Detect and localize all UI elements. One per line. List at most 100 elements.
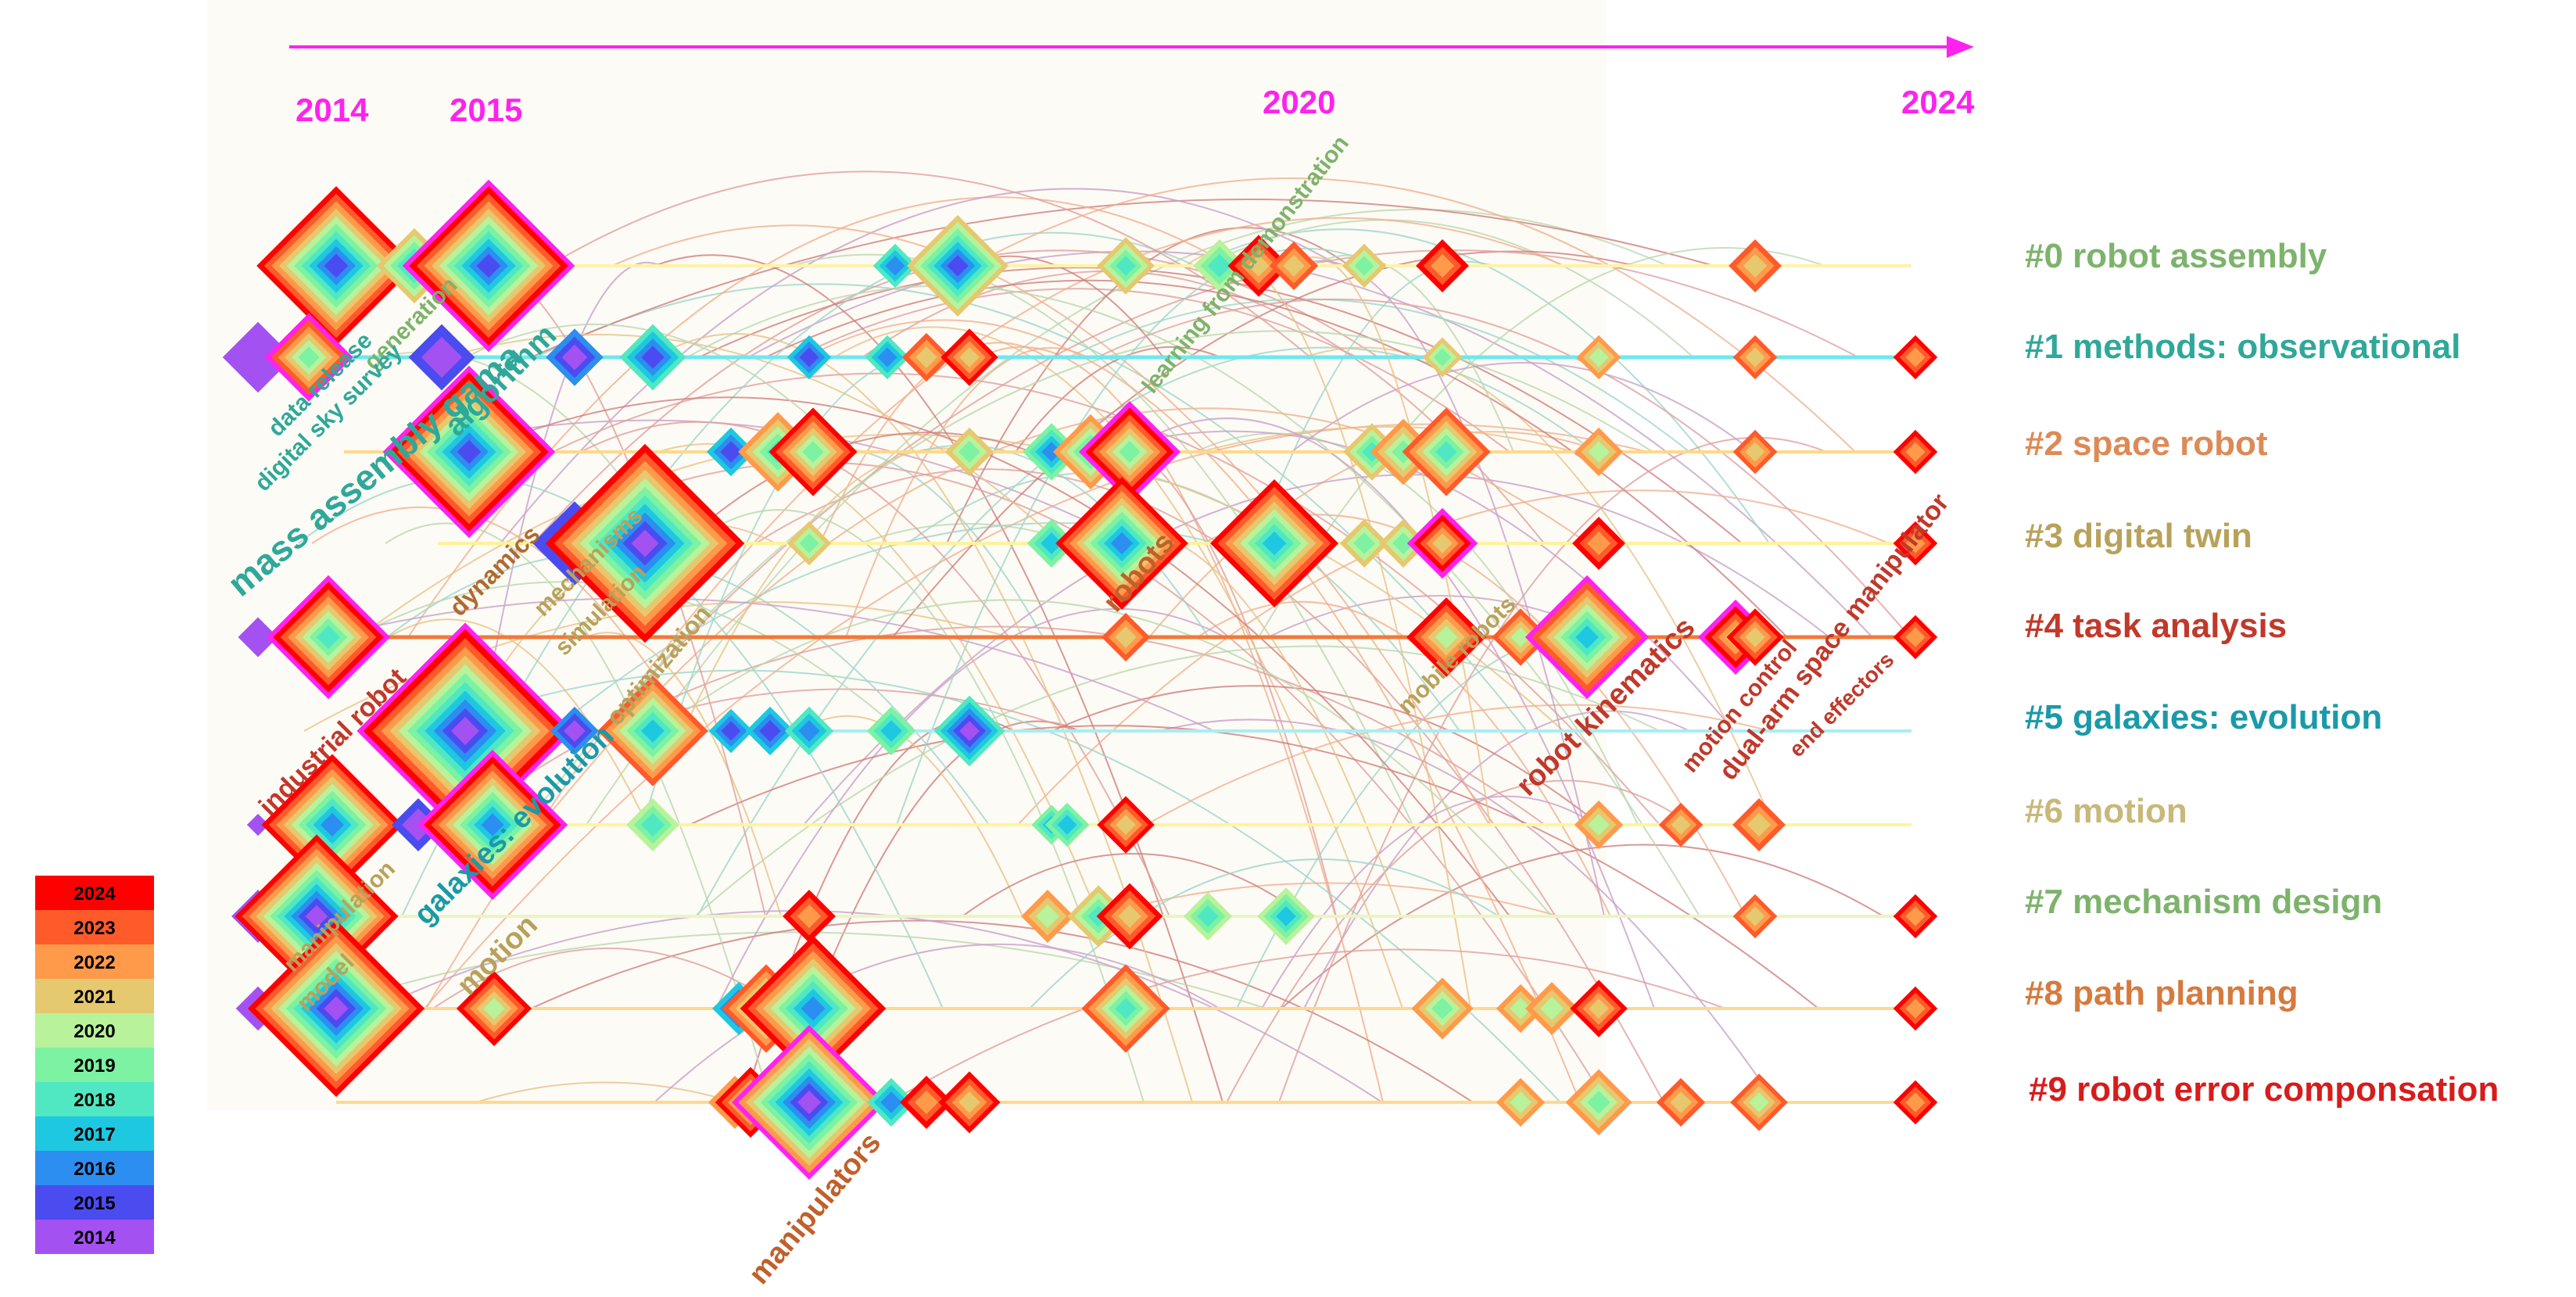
keyword-node	[1492, 608, 1550, 666]
year-label-2014: 2014	[296, 91, 369, 128]
year-label-2020: 2020	[1263, 84, 1335, 120]
keyword-node	[1044, 802, 1090, 847]
link-curve	[755, 468, 1664, 1103]
keyword-node	[740, 935, 887, 1082]
link-curve	[806, 319, 1581, 1103]
keyword-node	[1726, 608, 1784, 666]
keyword-node	[1339, 518, 1389, 568]
keyword-node	[222, 321, 294, 393]
legend-year-label: 2016	[73, 1159, 115, 1180]
keyword-node	[1732, 335, 1778, 380]
link-curve	[326, 597, 1215, 732]
cluster-label-1: #1 methods: observational	[2025, 328, 2460, 366]
keyword-node	[1525, 982, 1578, 1035]
legend-item-2017: 2017	[35, 1116, 154, 1151]
link-curve	[385, 522, 771, 1103]
link-curve	[803, 474, 1830, 826]
keyword-node	[1730, 1073, 1788, 1131]
link-curve	[1195, 432, 1639, 826]
keyword-node	[1658, 802, 1704, 847]
link-curve	[1029, 858, 1499, 1009]
link-curve	[962, 853, 1306, 917]
link-curve	[525, 330, 1653, 826]
keyword-node	[1078, 400, 1181, 503]
link-curve	[845, 346, 1088, 638]
cluster-label-2: #2 space robot	[2025, 425, 2268, 463]
link-curve	[432, 669, 1561, 1103]
link-curve	[654, 254, 1224, 1103]
keyword-node	[783, 890, 836, 943]
legend-item-2014: 2014	[35, 1220, 154, 1254]
keyword-node	[906, 214, 1009, 317]
legend-item-2020: 2020	[35, 1013, 154, 1048]
timeline-arrow	[289, 36, 1974, 58]
keyword-node	[1227, 235, 1290, 297]
link-curve	[1226, 779, 1692, 1103]
keyword-node	[1342, 243, 1387, 288]
keyword-node	[1378, 518, 1428, 568]
keyword-node	[1893, 429, 1938, 475]
link-curve	[686, 285, 1700, 917]
link-curve	[889, 948, 1726, 1103]
legend-item-2019: 2019	[35, 1048, 154, 1082]
keyword-node	[1101, 612, 1151, 662]
legend-year-label: 2022	[73, 952, 115, 973]
link-curve	[1052, 685, 1600, 826]
link-curve	[971, 177, 1856, 453]
keyword-node	[745, 706, 795, 756]
keyword-node	[872, 243, 918, 288]
keyword-node	[784, 706, 834, 756]
legend-year-label: 2023	[73, 918, 115, 939]
link-curve	[654, 943, 1220, 1103]
keyword-node	[1023, 423, 1080, 481]
cluster-label-8: #8 path planning	[2025, 974, 2298, 1012]
legend-year-label: 2014	[73, 1227, 116, 1249]
legend-year-label: 2021	[73, 987, 115, 1008]
keyword-node	[1732, 894, 1778, 939]
keyword-node	[619, 324, 686, 391]
link-curve	[1303, 346, 1774, 826]
link-curve	[1015, 346, 1221, 453]
link-curve	[765, 279, 1788, 638]
link-curve	[1159, 718, 1776, 1103]
keyword-node	[1026, 518, 1077, 568]
legend-year-label: 2024	[73, 883, 116, 905]
legend-item-2021: 2021	[35, 979, 154, 1013]
keyword-node	[1524, 575, 1650, 700]
keyword-node	[1097, 796, 1155, 854]
keyword-node	[597, 675, 708, 786]
link-curve	[311, 506, 691, 732]
legend-year-label: 2018	[73, 1090, 115, 1111]
link-curve	[1199, 426, 1575, 453]
keyword-node	[1576, 335, 1621, 380]
cluster-label-5: #5 galaxies: evolution	[2025, 698, 2382, 736]
link-curve	[892, 250, 1636, 638]
legend-item-2015: 2015	[35, 1185, 154, 1220]
link-curve	[611, 224, 1490, 826]
keyword-node	[1893, 614, 1938, 660]
keyword-nodes	[222, 179, 1938, 1180]
link-curve	[585, 632, 782, 917]
keyword-node	[1656, 1077, 1706, 1127]
cluster-label-9: #9 robot error componsation	[2029, 1070, 2499, 1109]
link-curve	[1097, 299, 1911, 638]
keyword-node	[238, 617, 278, 657]
keyword-node	[545, 443, 745, 643]
legend-item-2016: 2016	[35, 1151, 154, 1185]
link-curve	[681, 432, 1032, 544]
keyword-node	[708, 708, 754, 754]
keyword-node	[1416, 239, 1469, 292]
cluster-label-6: #6 motion	[2025, 792, 2187, 830]
keyword-node	[1732, 429, 1778, 475]
cluster-label-0: #0 robot assembly	[2025, 237, 2327, 275]
keyword-node	[266, 575, 391, 700]
keyword-node	[940, 328, 998, 386]
keyword-node	[256, 186, 416, 346]
keyword-node	[456, 970, 532, 1047]
link-curve	[689, 725, 1819, 1009]
keyword-node	[706, 427, 756, 477]
keyword-node	[1729, 239, 1782, 292]
legend-year-label: 2017	[73, 1124, 115, 1145]
